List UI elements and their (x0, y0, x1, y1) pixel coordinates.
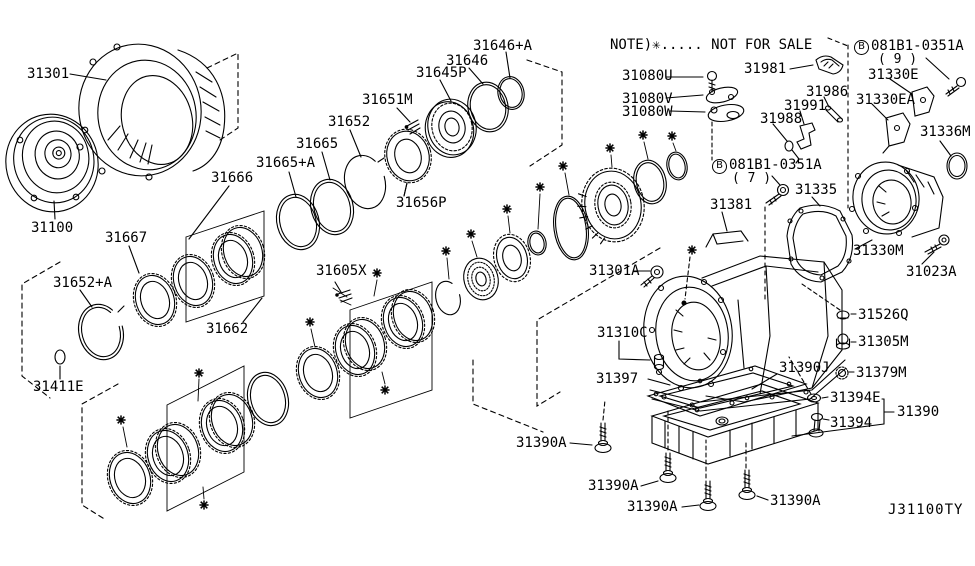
small-parts-top-right (665, 55, 967, 164)
part-label-31411E: 31411E (33, 379, 84, 395)
bracket-31381-drawing (705, 211, 749, 248)
circled-b-icon: B (854, 40, 869, 55)
part-label-31991: 31991 (784, 98, 827, 114)
part-label-31390A-2: 31390A (588, 478, 639, 494)
part-label-31080V: 31080V (622, 91, 673, 107)
part-label-31336M: 31336M (920, 124, 971, 140)
transmission-case-drawing (643, 255, 846, 412)
part-label-31080W: 31080W (622, 104, 673, 120)
part-label-31662: 31662 (206, 321, 249, 337)
clutch-ring-train-upper (128, 51, 563, 328)
clutch-pack-lower (81, 365, 290, 521)
part-label-31310C: 31310C (597, 325, 648, 341)
part-label-31394E: 31394E (830, 390, 881, 406)
pan-bolts-drawing (569, 399, 769, 512)
part-label-31390: 31390 (897, 404, 940, 420)
part-label-31390A-3: 31390A (627, 499, 678, 515)
part-label-31988: 31988 (760, 111, 803, 127)
part-label-31646A: 31646+A (473, 38, 533, 54)
part-label-31986: 31986 (806, 84, 849, 100)
bolt-qty-9: ( 9 ) (878, 52, 918, 67)
part-label-31397: 31397 (596, 371, 639, 387)
bolt-part-number: 081B1-0351A (871, 38, 964, 54)
part-label-31526Q: 31526Q (858, 307, 909, 323)
part-label-31981: 31981 (744, 61, 787, 77)
oil-pan-gasket-drawing (646, 365, 808, 417)
part-label-31645P: 31645P (416, 65, 467, 81)
adapter-case-drawing (764, 37, 968, 301)
part-label-31652A: 31652+A (53, 275, 113, 291)
torque-converter-drawing (5, 113, 99, 220)
ring-cluster-middle (295, 151, 688, 433)
part-label-31665A: 31665+A (256, 155, 316, 171)
service-parts-right (788, 283, 895, 438)
part-label-31330EA: 31330EA (856, 92, 916, 108)
part-label-31605X: 31605X (316, 263, 367, 279)
snap-ring-group (21, 261, 125, 399)
bolt-part-number: 081B1-0351A (729, 157, 822, 173)
bell-housing-drawing (69, 43, 239, 181)
part-label-31381: 31381 (710, 197, 753, 213)
marker-lines (122, 141, 677, 500)
part-label-31390A-4: 31390A (770, 493, 821, 509)
part-label-31646: 31646 (446, 53, 489, 69)
part-label-31665: 31665 (296, 136, 339, 152)
diagram-code: J31100TY (888, 502, 964, 518)
part-label-31394: 31394 (830, 415, 873, 431)
part-label-31301A: 31301A (589, 263, 640, 279)
part-label-31080U: 31080U (622, 68, 673, 84)
note-not-for-sale: NOTE)✳..... NOT FOR SALE (610, 37, 813, 53)
part-label-31390A-1: 31390A (516, 435, 567, 451)
case-bolts-drawing (618, 175, 790, 371)
part-label-31335: 31335 (795, 182, 838, 198)
part-label-31305M: 31305M (858, 334, 909, 350)
part-label-31390J: 31390J (779, 360, 830, 376)
part-label-31652: 31652 (328, 114, 371, 130)
part-label-31656P: 31656P (396, 195, 447, 211)
part-label-31330M: 31330M (853, 243, 904, 259)
part-label-31651M: 31651M (362, 92, 413, 108)
bolt-qty-7: ( 7 ) (732, 171, 772, 186)
part-label-31330E: 31330E (868, 67, 919, 83)
circled-b-icon: B (712, 159, 727, 174)
part-label-31301: 31301 (27, 66, 70, 82)
part-label-31023A: 31023A (906, 264, 957, 280)
gasket-31335-drawing (786, 196, 854, 283)
part-label-31379M: 31379M (856, 365, 907, 381)
part-label-31666: 31666 (211, 170, 254, 186)
part-label-31667: 31667 (105, 230, 148, 246)
part-label-31100: 31100 (31, 220, 74, 236)
